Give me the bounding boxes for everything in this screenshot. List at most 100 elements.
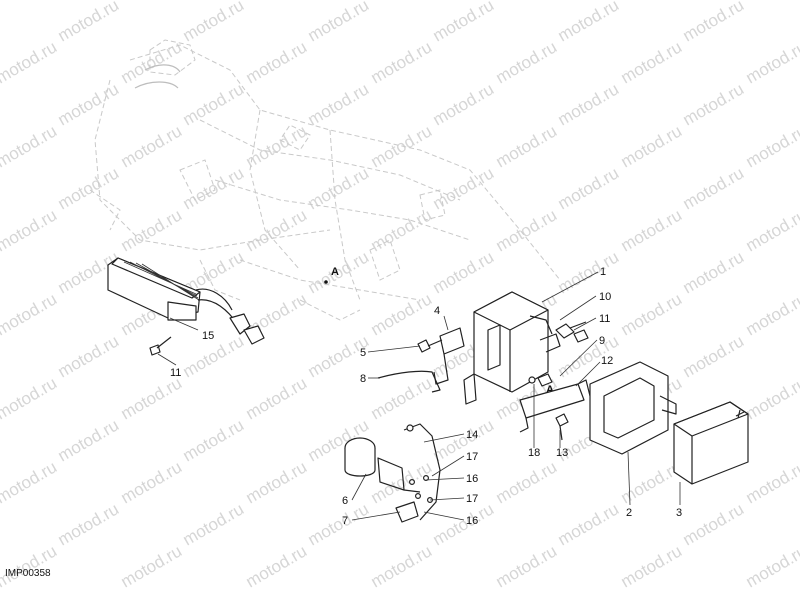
callout-6: 6 [342,495,348,507]
callout-17-lower: 17 [466,493,478,505]
watermark-text: motod.ru [430,163,498,213]
watermark-text: motod.ru [0,289,60,339]
watermark-text: motod.ru [493,205,561,255]
watermark-text: motod.ru [180,79,248,129]
watermark-text: motod.ru [555,163,623,213]
frame-reference-label: A [331,266,339,278]
callout-11-right: 11 [599,313,610,325]
watermark-text: motod.ru [243,205,311,255]
watermark-text: motod.ru [555,0,623,45]
watermark-text: motod.ru [180,499,248,549]
watermark-text: motod.ru [430,79,498,129]
watermark-text: motod.ru [430,0,498,45]
watermark-text: motod.ru [743,121,800,171]
watermark-text: motod.ru [743,541,800,591]
watermark-text: motod.ru [180,163,248,213]
watermark-text: motod.ru [493,541,561,591]
watermark-text: motod.ru [118,457,186,507]
watermark-text: motod.ru [0,457,60,507]
watermark-text: motod.ru [680,163,748,213]
watermark-text: motod.ru [243,373,311,423]
watermark-text: motod.ru [55,331,123,381]
watermark-text: motod.ru [243,0,311,3]
watermark-text: motod.ru [680,331,748,381]
mounting-bracket-part [433,327,465,385]
watermark-text: motod.ru [680,0,748,45]
callout-1: 1 [600,266,606,278]
watermark-text: motod.ru [743,457,800,507]
fastener-group-right [528,321,589,387]
watermark-text: motod.ru [493,457,561,507]
callout-4: 4 [434,305,440,317]
watermark-text: motod.ru [555,499,623,549]
watermark-text: motod.ru [118,373,186,423]
screw-part [417,339,443,353]
watermark-text: motod.ru [618,121,686,171]
callout-7: 7 [342,515,348,527]
rubber-cover-part [589,361,677,455]
bolt-part-left [149,336,172,356]
callout-10: 10 [599,291,611,303]
watermark-text: motod.ru [368,541,436,591]
watermark-text: motod.ru [55,0,123,45]
callout-13: 13 [556,447,568,459]
watermark-text: motod.ru [430,499,498,549]
watermark-text: motod.ru [743,0,800,3]
callout-15: 15 [202,330,214,342]
callout-11-left: 11 [170,367,181,379]
callout-18: 18 [528,447,540,459]
watermark-text: motod.ru [430,247,498,297]
watermark-text: motod.ru [493,121,561,171]
callout-17-upper: 17 [466,451,478,463]
watermark-text: motod.ru [0,205,60,255]
support-bracket-part [377,370,441,393]
watermark-text: motod.ru [0,541,60,591]
watermark-text: motod.ru [680,499,748,549]
watermark-text: motod.ru [368,37,436,87]
watermark-text: motod.ru [368,0,436,3]
watermark-text: motod.ru [305,499,373,549]
watermark-text: motod.ru [618,0,686,3]
watermark-text: motod.ru [368,205,436,255]
voltage-regulator-part [107,257,265,345]
part-callouts: 1 10 11 9 12 4 5 8 15 11 18 13 2 3 14 17… [170,266,682,527]
unit-reference-label: A [546,384,554,396]
watermark-text: motod.ru [118,541,186,591]
callout-5: 5 [360,347,366,359]
watermark-text: motod.ru [368,121,436,171]
watermark-text: motod.ru [493,37,561,87]
watermark-text: motod.ru [118,121,186,171]
watermark-text: motod.ru [743,37,800,87]
watermark-text: motod.ru [618,289,686,339]
watermark-text: motod.ru [243,541,311,591]
unit-reference-marker: A [546,384,554,396]
watermark-text: motod.ru [55,79,123,129]
callout-8: 8 [360,373,366,385]
watermark-text: motod.ru [0,121,60,171]
frame-ghost [89,39,561,321]
watermark-text: motod.ru [243,457,311,507]
watermark-text: motod.ru [368,457,436,507]
watermark-text: motod.ru [743,373,800,423]
watermark-text: motod.ru [180,415,248,465]
watermark-text: motod.ru [493,0,561,3]
callout-16-upper: 16 [466,473,478,485]
watermark-text: motod.ru [0,0,60,3]
callout-2: 2 [626,507,632,519]
image-code: IMP00358 [5,568,51,579]
watermark-text: motod.ru [305,79,373,129]
watermark-text: motod.ru [680,247,748,297]
watermark-text: motod.ru [618,37,686,87]
watermark-text: motod.ru [118,205,186,255]
callout-16-lower: 16 [466,515,478,527]
watermark-text: motod.ru [55,163,123,213]
watermark-text: motod.ru [118,0,186,3]
watermark-text: motod.ru [55,415,123,465]
watermark-text: motod.ru [368,289,436,339]
callout-9: 9 [599,335,605,347]
callout-12: 12 [601,355,613,367]
watermark-text: motod.ru [555,79,623,129]
battery-box-part [673,401,749,485]
watermark-text: motod.ru [743,205,800,255]
watermark-text: motod.ru [180,0,248,45]
